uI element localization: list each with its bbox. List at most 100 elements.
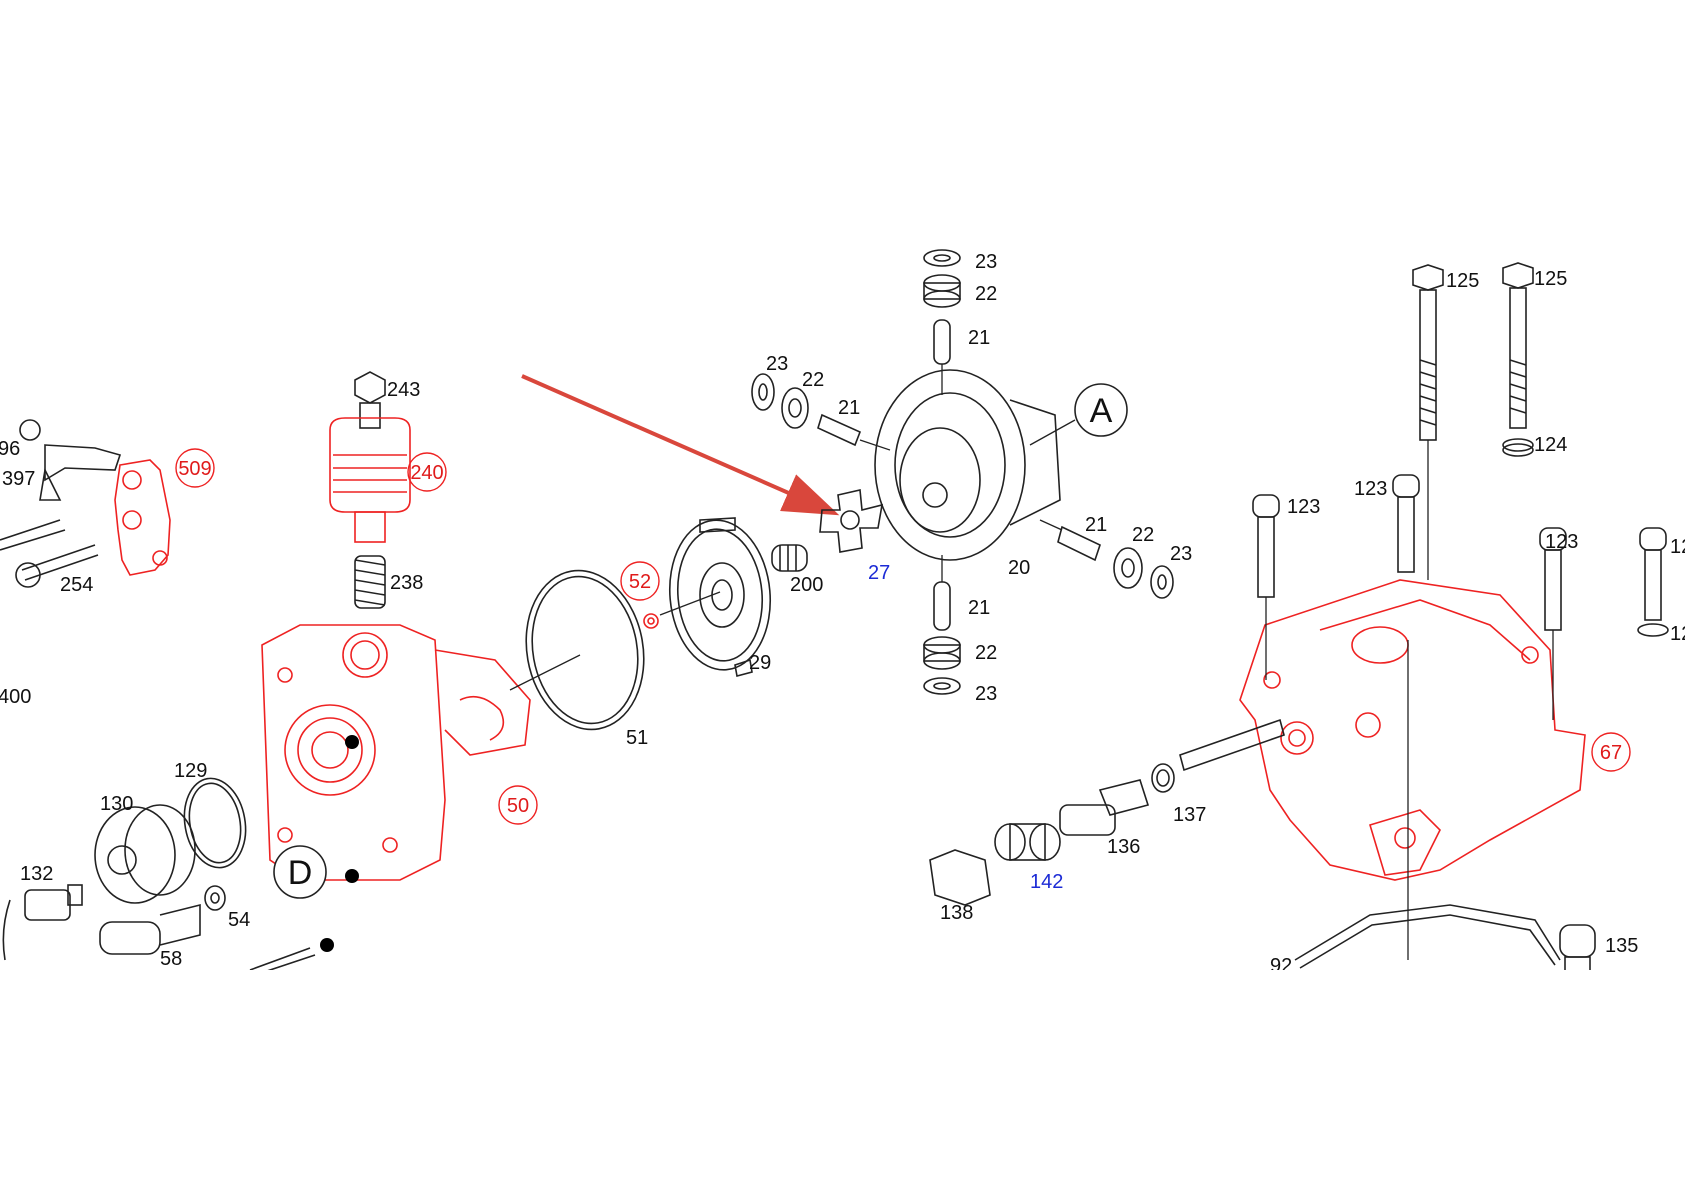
label-21-left: 21	[838, 397, 860, 419]
label-238: 238	[390, 572, 423, 594]
label-23-left: 23	[766, 353, 788, 375]
label-23-bottom: 23	[975, 683, 997, 705]
cap-nut-138	[929, 849, 991, 906]
washer-54	[204, 885, 226, 911]
label-67: 67	[1600, 742, 1622, 764]
pin-21-bottom	[933, 581, 951, 631]
bolt-125-b	[1502, 262, 1534, 429]
label-130: 130	[100, 793, 133, 815]
label-23-right: 23	[1170, 543, 1192, 565]
screw-left	[0, 519, 99, 588]
pump-head-50	[261, 624, 531, 881]
label-123-b: 123	[1354, 478, 1387, 500]
label-132: 132	[20, 863, 53, 885]
connection-dot	[345, 869, 359, 883]
label-21-right: 21	[1085, 514, 1107, 536]
pipe-connector	[1179, 718, 1285, 772]
ring-52	[643, 613, 659, 629]
part-labels: 243 240 238 509 96 397 254 400 52 51 50 …	[0, 251, 1685, 977]
pin-21-top	[933, 319, 951, 365]
roller-22-right	[1113, 547, 1143, 589]
label-125-a: 125	[1446, 270, 1479, 292]
washer-124	[1502, 438, 1534, 457]
label-22-right: 22	[1132, 524, 1154, 546]
clip-397	[19, 419, 122, 501]
label-20: 20	[1008, 557, 1030, 579]
spring-200	[771, 544, 808, 572]
label-54: 54	[228, 909, 250, 931]
plug-135	[1559, 924, 1596, 970]
pin-21-right	[1057, 525, 1101, 562]
label-124: 124	[1534, 434, 1567, 456]
label-96: 96	[0, 438, 20, 460]
label-50: 50	[507, 795, 529, 817]
roller-22-left	[781, 387, 809, 429]
label-129: 129	[174, 760, 207, 782]
label-200: 200	[790, 574, 823, 596]
bolt-123-a	[1252, 494, 1280, 598]
cover-housing-67	[1239, 579, 1586, 881]
valve-58	[99, 903, 201, 955]
label-23-top: 23	[975, 251, 997, 273]
label-509: 509	[178, 458, 211, 480]
pin-21-left	[817, 413, 862, 447]
label-12-edge-2: 12	[1670, 623, 1685, 645]
svg-text:D: D	[288, 854, 313, 892]
label-254: 254	[60, 574, 93, 596]
label-22-bottom: 22	[975, 642, 997, 664]
label-12-edge: 12	[1670, 536, 1685, 558]
roller-22-bottom	[923, 636, 961, 670]
label-92: 92	[1270, 955, 1292, 977]
o-ring-51	[525, 569, 645, 731]
connection-dot	[320, 938, 334, 952]
callout-D: D	[273, 845, 327, 899]
solenoid-valve-240	[329, 371, 411, 543]
roller-ring-20	[874, 369, 1061, 561]
label-142: 142	[1030, 871, 1063, 893]
label-21-bottom: 21	[968, 597, 990, 619]
label-243: 243	[387, 379, 420, 401]
screw-bottom	[249, 947, 316, 970]
label-27: 27	[868, 562, 890, 584]
label-21-top: 21	[968, 327, 990, 349]
plug-132	[24, 884, 83, 921]
drive-coupling-27	[819, 489, 883, 553]
label-136: 136	[1107, 836, 1140, 858]
bolt-123-b	[1392, 474, 1420, 573]
label-58: 58	[160, 948, 182, 970]
fitting-136	[1059, 779, 1150, 836]
cam-plate-29	[668, 517, 772, 677]
label-22-top: 22	[975, 283, 997, 305]
sleeve-142	[994, 823, 1061, 861]
label-400: 400	[0, 686, 31, 708]
label-125-b: 125	[1534, 268, 1567, 290]
screw-plug-130	[94, 804, 196, 904]
label-123-c: 123	[1545, 531, 1578, 553]
label-123-a: 123	[1287, 496, 1320, 518]
annotation-arrow	[521, 374, 840, 516]
label-51: 51	[626, 727, 648, 749]
bracket-509	[114, 459, 171, 576]
gasket-92	[1294, 904, 1561, 969]
label-397: 397	[2, 468, 35, 490]
edge-fragment	[2, 899, 11, 961]
label-52: 52	[629, 571, 651, 593]
label-138: 138	[940, 902, 973, 924]
spring-238	[354, 555, 386, 609]
bolt-125-a	[1412, 264, 1444, 441]
roller-22-top	[923, 274, 961, 308]
label-135: 135	[1605, 935, 1638, 957]
bolt-12-edge	[1637, 527, 1669, 637]
label-240: 240	[410, 462, 443, 484]
washer-23-right	[1150, 565, 1174, 599]
washer-23-left	[751, 373, 775, 411]
washer-23-bottom	[923, 677, 961, 695]
washer-23-top	[923, 249, 961, 267]
svg-text:A: A	[1090, 392, 1113, 430]
seal-137	[1151, 763, 1175, 793]
label-137: 137	[1173, 804, 1206, 826]
label-22-left: 22	[802, 369, 824, 391]
connection-dot	[345, 735, 359, 749]
